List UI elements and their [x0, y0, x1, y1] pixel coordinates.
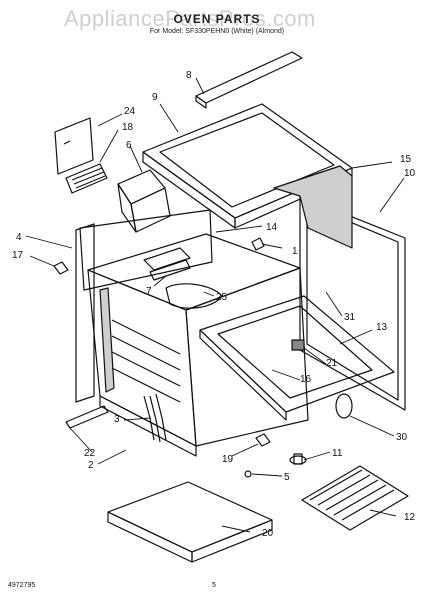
callout-3: 3 [114, 414, 120, 425]
part-11-knob [289, 453, 307, 465]
part-4-side-panel [75, 223, 95, 403]
callout-18: 18 [122, 122, 134, 133]
callout-16: 16 [300, 374, 312, 385]
part-30-plate [335, 393, 353, 419]
callout-9: 9 [152, 92, 158, 103]
callout-numbers: 1 2 3 4 5 6 7 8 9 10 11 12 13 14 15 16 1… [12, 70, 416, 539]
oven-cavity [87, 233, 309, 447]
watermark: AppliancePartsPros.com [64, 6, 316, 31]
part-19-bracket [255, 433, 271, 447]
callout-20: 20 [262, 528, 274, 539]
part-6-duct [117, 169, 171, 233]
callout-31: 31 [344, 312, 356, 323]
callout-13: 13 [376, 322, 388, 333]
callout-25: 25 [216, 292, 228, 303]
callout-10: 10 [404, 168, 416, 179]
part-25-cover [165, 283, 223, 309]
callout-17: 17 [12, 250, 24, 261]
part-5-screw [244, 470, 252, 478]
model-subtitle: For Model: SF330PEHN0 (White) (Almond) [149, 28, 285, 35]
part-18-vent [65, 163, 108, 194]
callout-6: 6 [126, 140, 132, 151]
callout-21: 21 [326, 358, 338, 369]
callout-22: 22 [84, 448, 96, 459]
callout-7: 7 [146, 286, 152, 297]
part-20-pan [107, 481, 273, 563]
callout-5: 5 [284, 472, 290, 483]
part-17-clip [53, 261, 69, 275]
part-14-rear-panel [79, 209, 213, 291]
part-code: 4972795 [8, 582, 36, 589]
callout-19: 19 [222, 454, 234, 465]
page-number: 5 [212, 582, 216, 589]
part-13-door [199, 295, 395, 421]
callout-1: 1 [292, 246, 298, 257]
part-22-rail [65, 405, 109, 429]
callout-30: 30 [396, 432, 408, 443]
part-10-side-panel [299, 195, 406, 411]
part-12-rack [301, 465, 409, 531]
callout-24: 24 [124, 106, 136, 117]
part-7-baffle [143, 247, 191, 281]
part-24-panel [54, 117, 94, 175]
callout-12: 12 [404, 512, 416, 523]
part-8-bracket [195, 51, 303, 109]
leader-lines [25, 77, 405, 533]
callout-4: 4 [16, 232, 22, 243]
callout-11: 11 [332, 448, 343, 459]
callout-2: 2 [88, 460, 94, 471]
part-1-clip [251, 237, 265, 251]
diagram-title: OVEN PARTS [173, 12, 261, 26]
part-2-base [99, 395, 197, 457]
callout-15: 15 [400, 154, 412, 165]
callout-14: 14 [266, 222, 278, 233]
part-15-insulation [273, 165, 353, 249]
callout-8: 8 [186, 70, 192, 81]
